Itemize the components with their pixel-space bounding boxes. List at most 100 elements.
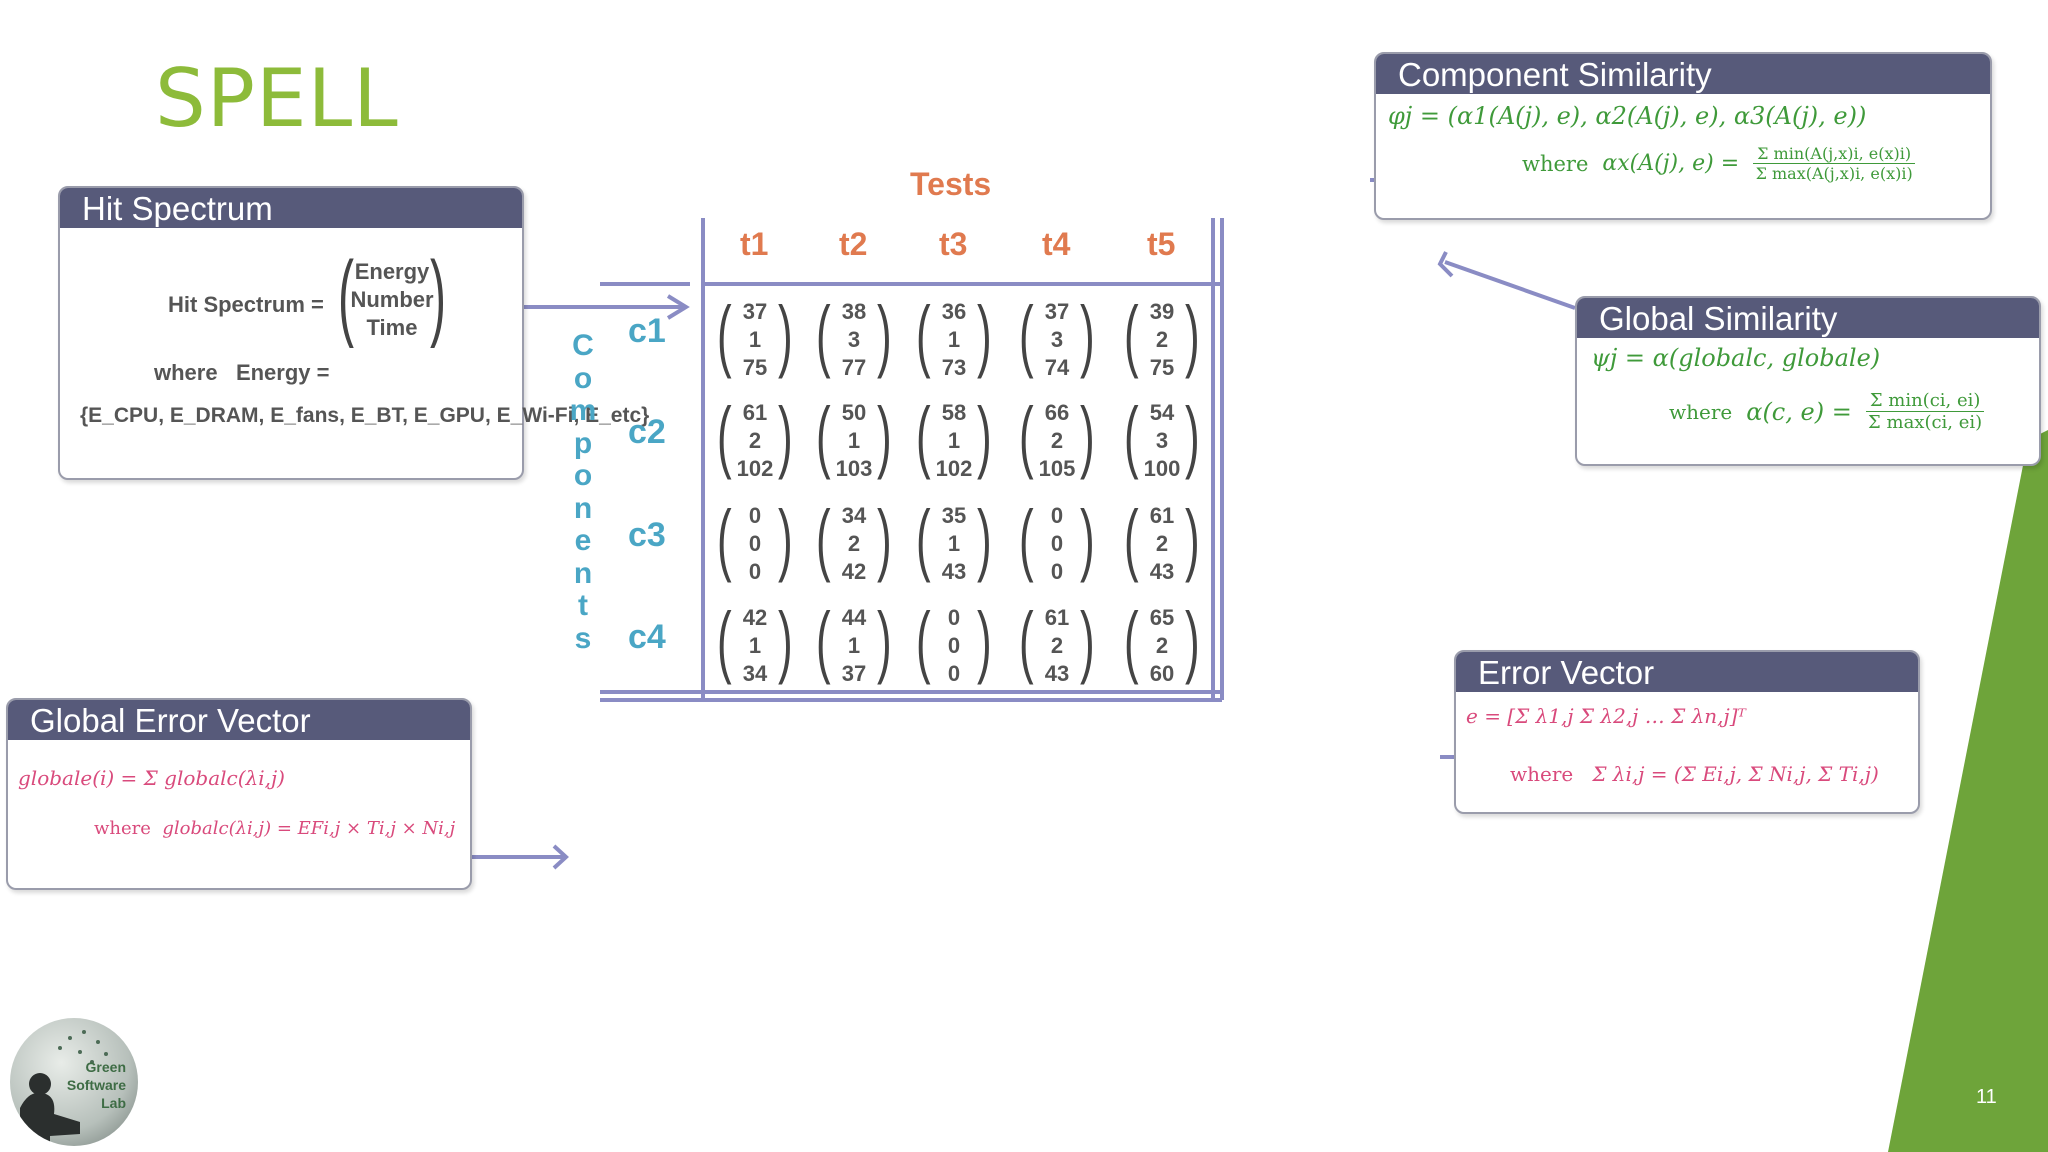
error-vector-panel: Error Vector e = [Σ λ1,j Σ λ2,j … Σ λn,j… [1454, 650, 1920, 814]
cell-value: 0 [748, 531, 762, 556]
green-corner-shape [1888, 430, 2048, 1152]
vector-number: Number [350, 287, 434, 312]
cell-value: 65 [1149, 605, 1175, 630]
component-where-label: where [1522, 151, 1589, 176]
cell-value: 61 [1044, 605, 1070, 630]
cell-value: 1 [748, 633, 762, 658]
cell-value: 38 [841, 299, 867, 324]
cell-value: 103 [835, 456, 873, 481]
components-letter: o [573, 459, 593, 492]
component-lhs: αx(A(j), e) = [1602, 151, 1740, 176]
arrow-global-sim [1444, 260, 1576, 310]
cell-value: 66 [1044, 400, 1070, 425]
cell-value: 2 [847, 531, 861, 556]
global-similarity-panel: Global Similarity ψj = α(globalc, global… [1575, 296, 2041, 466]
cell-value: 60 [1149, 661, 1175, 686]
row-label-c4: c4 [628, 618, 666, 656]
cell-value: 0 [947, 661, 961, 686]
hit-spectrum-vector: ( ) Energy Number Time [337, 242, 447, 349]
hit-spectrum-lhs: Hit Spectrum = [168, 292, 324, 317]
cell-value: 35 [941, 503, 967, 528]
cell-value: 42 [841, 559, 867, 584]
column-header-t5: t5 [1147, 226, 1176, 262]
cell-value: 0 [748, 503, 762, 528]
cell-value: 0 [1050, 559, 1064, 584]
cell-value: 43 [1149, 559, 1175, 584]
error-vector-formula: e = [Σ λ1,j Σ λ2,j … Σ λn,j]ᵀ [1466, 704, 1746, 728]
cell-value: 0 [1050, 503, 1064, 528]
cell-value: 37 [1044, 299, 1070, 324]
cell-value: 61 [1149, 503, 1175, 528]
cell-value: 105 [1038, 456, 1076, 481]
cell-value: 37 [742, 299, 768, 324]
global-error-formula2: globalc(λi,j) = EFi,j × Ti,j × Ni,j [162, 818, 456, 839]
cell-value: 61 [742, 400, 768, 425]
cell-value: 2 [1050, 428, 1064, 453]
cell-value: 0 [1050, 531, 1064, 556]
components-letter: p [573, 426, 593, 460]
cell-value: 102 [935, 456, 973, 481]
vector-energy: Energy [354, 259, 430, 284]
error-vector-where-label: where [1510, 762, 1574, 786]
page-number: 11 [1976, 1086, 1997, 1108]
cell-value: 2 [1155, 531, 1169, 556]
component-similarity-header: Component Similarity [1376, 54, 1990, 94]
arrow-global-sim-head [1437, 251, 1454, 278]
tests-label: Tests [910, 166, 992, 202]
cell-value: 75 [742, 355, 768, 380]
column-header-t2: t2 [839, 226, 868, 262]
components-letter: m [569, 394, 597, 427]
global-sim-numerator: Σ min(ci, ei) [1865, 390, 1985, 412]
cell-value: 74 [1044, 355, 1070, 380]
global-error-formula: globale(i) = Σ globalc(λi,j) [18, 766, 285, 790]
cell-value: 44 [841, 605, 867, 630]
cell-value: 2 [1155, 327, 1169, 352]
energy-set: {E_CPU, E_DRAM, E_fans, E_BT, E_GPU, E_W… [80, 404, 650, 427]
cell-value: 34 [841, 503, 867, 528]
cell-value: 77 [841, 355, 867, 380]
cell-value: 50 [841, 400, 867, 425]
cell-value: 43 [941, 559, 967, 584]
cell-value: 36 [941, 299, 967, 324]
column-header-t3: t3 [939, 226, 968, 262]
cell-value: 1 [748, 327, 762, 352]
cell-value: 2 [1050, 633, 1064, 658]
column-header-t4: t4 [1042, 226, 1071, 262]
global-sim-denominator: Σ max(ci, ei) [1868, 412, 1983, 433]
global-similarity-header: Global Similarity [1577, 298, 2039, 338]
hit-spectrum-panel: Hit Spectrum Hit Spectrum = ( ) Energy N… [58, 186, 649, 480]
cell-value: 1 [847, 428, 861, 453]
cell-value: 43 [1044, 661, 1070, 686]
cell-value: 3 [1155, 428, 1169, 453]
components-letter: e [574, 524, 592, 557]
cell-value: 3 [847, 327, 861, 352]
logo-line2: Software [66, 1077, 126, 1093]
cell-value: 3 [1050, 327, 1064, 352]
cell-value: 73 [941, 355, 967, 380]
logo-figure-icon [20, 1030, 108, 1146]
row-label-c1: c1 [628, 312, 666, 350]
cell-value: 2 [748, 428, 762, 453]
global-error-vector-panel: Global Error Vector globale(i) = Σ globa… [6, 698, 472, 890]
cell-value: 100 [1143, 456, 1181, 481]
cell-value: 0 [748, 559, 762, 584]
cell-value: 54 [1149, 400, 1175, 425]
arrow-hit-to-table-head [666, 294, 690, 320]
